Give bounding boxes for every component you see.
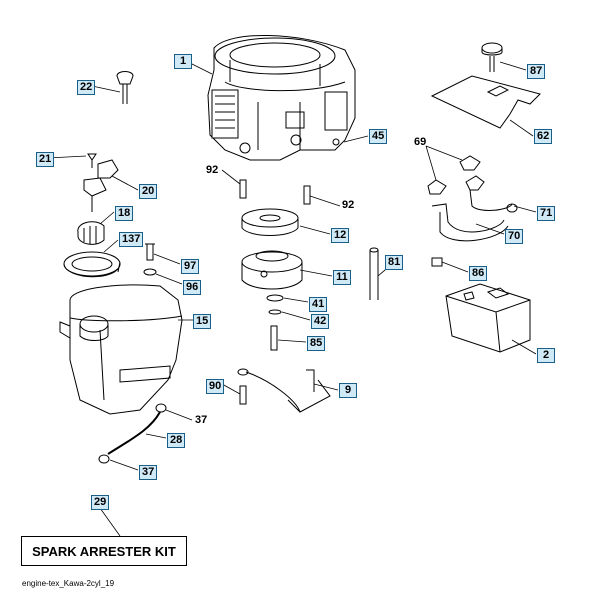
part-label-12: 12 (331, 228, 350, 243)
part-label-20: 20 (139, 184, 158, 199)
fuel-tank-part (59, 284, 183, 415)
part-label-85: 85 (307, 336, 326, 351)
part-label-92-lower: 92 (342, 199, 355, 211)
exhaust-pipes-part (427, 155, 518, 242)
nut-part (431, 257, 443, 267)
dipstick-cap-part (116, 71, 134, 104)
part-label-9: 9 (339, 383, 357, 398)
part-label-21: 21 (36, 152, 55, 167)
part-label-1: 1 (174, 54, 192, 69)
part-label-96: 96 (183, 280, 202, 295)
screw-washer-part (143, 243, 157, 276)
part-label-41: 41 (309, 297, 328, 312)
part-label-62: 62 (534, 129, 553, 144)
muffler-part (445, 283, 531, 353)
spark-arrester-kit-title: SPARK ARRESTER KIT (32, 543, 176, 559)
part-label-45: 45 (369, 129, 388, 144)
part-label-22: 22 (77, 80, 96, 95)
part-label-81: 81 (385, 255, 404, 270)
diagram-reference: engine-tex_Kawa-2cyl_19 (22, 579, 115, 588)
clutch-part (241, 250, 303, 290)
bolt-85-part (270, 325, 278, 351)
part-label-15: 15 (193, 314, 212, 329)
part-label-137: 137 (119, 232, 144, 247)
part-label-29: 29 (91, 495, 110, 510)
part-label-69: 69 (414, 136, 427, 148)
part-label-28: 28 (167, 433, 186, 448)
part-label-71: 71 (537, 206, 556, 221)
heat-shield-part (430, 75, 541, 129)
part-label-97: 97 (181, 259, 200, 274)
fuel-line-part (98, 403, 167, 464)
part-label-37-upper: 37 (195, 414, 208, 426)
rod-part (369, 247, 379, 300)
knob-part (481, 42, 503, 72)
filter-cover-part (63, 251, 121, 278)
throttle-control-part (83, 153, 119, 212)
bolts-92-part (239, 179, 311, 205)
air-filter-part (77, 221, 105, 245)
pulley-part (241, 208, 299, 236)
part-label-11: 11 (333, 270, 351, 285)
part-label-90: 90 (206, 379, 225, 394)
washers-part (266, 294, 284, 315)
engine-assembly (207, 35, 356, 161)
part-label-42: 42 (311, 314, 330, 329)
part-label-2: 2 (537, 348, 555, 363)
leader-lines (47, 61, 537, 537)
part-label-18: 18 (115, 206, 134, 221)
part-label-70: 70 (505, 229, 524, 244)
part-label-92-upper: 92 (206, 164, 219, 176)
part-label-37-lower: 37 (139, 465, 158, 480)
part-label-86: 86 (469, 266, 488, 281)
part-label-87: 87 (527, 64, 546, 79)
spark-arrester-kit-box: SPARK ARRESTER KIT (21, 536, 187, 566)
bracket-part (237, 368, 331, 413)
